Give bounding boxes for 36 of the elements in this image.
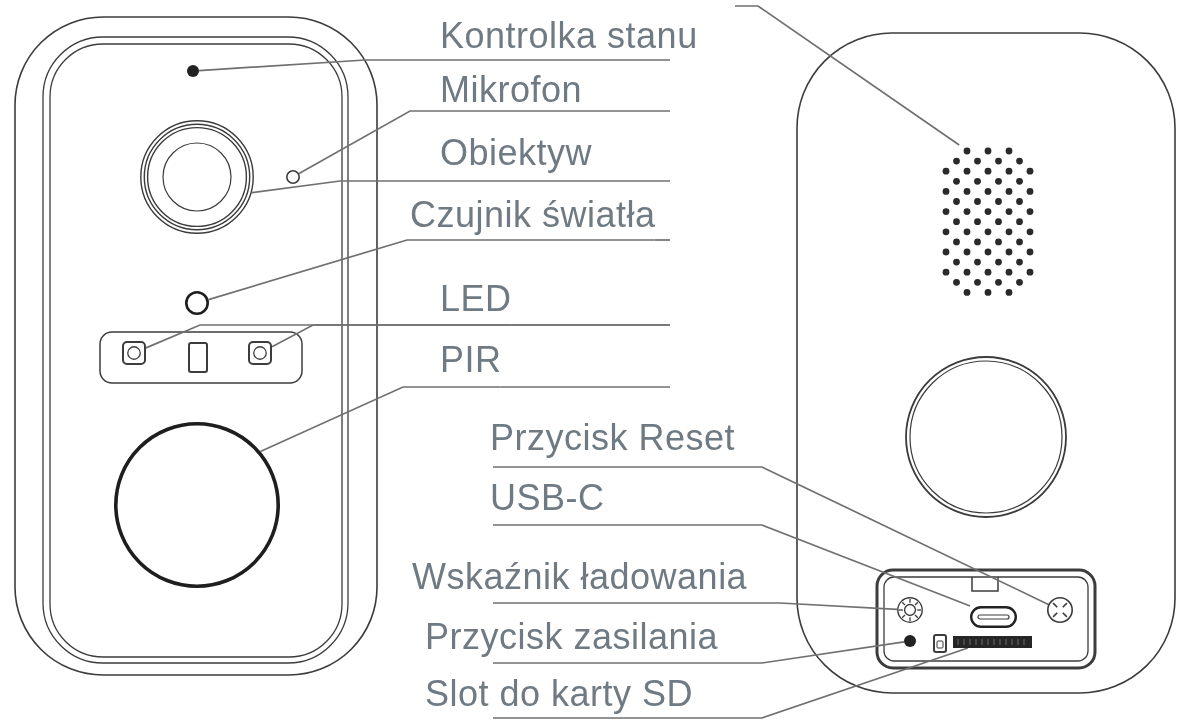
leader-line [492,466,1050,606]
part-label: Przycisk Reset [490,418,736,458]
leader-line [492,647,969,719]
reset-button [1045,595,1075,625]
leader-line [250,180,592,194]
part-label: Kontrolka stanu [440,16,698,56]
leader-line [492,602,898,611]
leader-line [259,386,502,453]
leader-line [492,524,971,607]
sd-card-slot [953,636,1032,648]
leader-line [298,110,582,175]
speaker-grille [940,145,1036,298]
status-light-dot [185,63,201,79]
pir-sensor-window [112,420,282,590]
microphone-hole [284,168,302,186]
light-sensor [183,289,211,317]
leader-line [207,239,656,301]
part-label: Slot do karty SD [425,674,694,714]
power-button [902,633,918,649]
leader-line [734,5,961,146]
part-label: LED [440,279,512,319]
leader-line [492,641,905,664]
led-lamp [122,341,146,365]
camera-lens [138,118,256,236]
leader-line [271,324,512,348]
part-label: USB-C [490,478,605,518]
part-label: Obiektyw [440,133,593,173]
usb-c-port [970,606,1017,628]
charging-indicator [895,595,925,625]
part-label: Mikrofon [440,70,583,110]
led-lamp [248,341,272,365]
leader-line [198,59,671,72]
part-label: PIR [440,340,502,380]
part-label: Przycisk zasilania [425,617,719,657]
part-label: Czujnik światła [410,195,656,235]
part-label: Wskaźnik ładowania [412,557,748,597]
